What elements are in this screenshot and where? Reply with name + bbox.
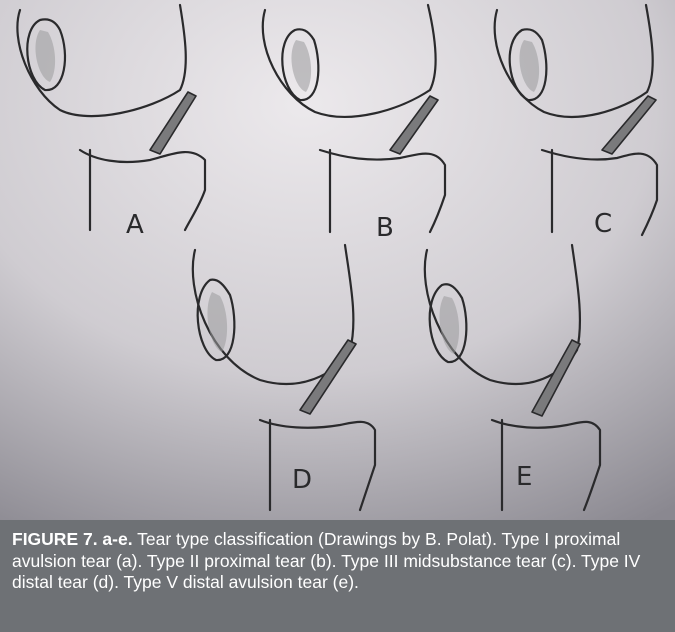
knee-drawings: A B C: [0, 0, 675, 520]
figure-photo: A B C: [0, 0, 675, 520]
figure-caption: FIGURE 7. a-e. Tear type classification …: [0, 520, 675, 632]
panel-letter: B: [376, 213, 394, 243]
caption-label: FIGURE 7. a-e.: [12, 529, 133, 549]
panel-letter: E: [516, 462, 532, 492]
panel-letter: C: [594, 209, 612, 239]
panel-letter: A: [126, 210, 144, 240]
panel-letter: D: [292, 465, 312, 495]
